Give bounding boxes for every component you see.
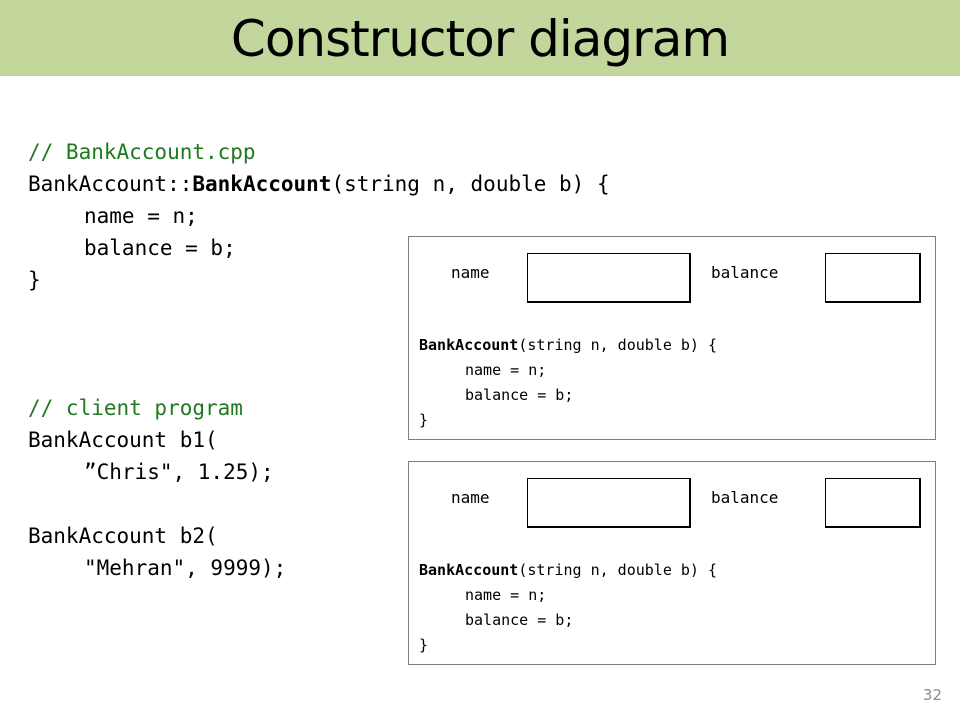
- ctor-line-name: name = n;: [465, 586, 547, 604]
- impl-line-balance: balance = b;: [84, 236, 236, 260]
- title-bar: [0, 0, 960, 76]
- client-comment: // client program: [28, 396, 243, 420]
- impl-comment: // BankAccount.cpp: [28, 140, 256, 164]
- implementation-code: // BankAccount.cpp BankAccount::BankAcco…: [28, 136, 610, 296]
- field-value-name-box: [527, 253, 691, 303]
- ctor-name: BankAccount: [419, 336, 519, 354]
- ctor-line-balance: balance = b;: [465, 611, 574, 629]
- slide-title: Constructor diagram: [230, 10, 730, 68]
- field-label-name: name: [451, 488, 490, 507]
- impl-sig-method: BankAccount: [192, 172, 332, 196]
- impl-sig-rest: (string n, double b) {: [331, 172, 610, 196]
- constructor-code: BankAccount(string n, double b) { name =…: [419, 333, 717, 433]
- ctor-line-name: name = n;: [465, 361, 547, 379]
- object-b1-box: name balance BankAccount(string n, doubl…: [408, 236, 936, 440]
- ctor-params: (string n, double b) {: [518, 561, 718, 579]
- client-b1-args: ”Chris", 1.25);: [84, 460, 274, 484]
- ctor-close-brace: }: [419, 411, 429, 429]
- impl-sig-class: BankAccount::: [28, 172, 193, 196]
- field-value-balance-box: [825, 478, 921, 528]
- ctor-params: (string n, double b) {: [518, 336, 718, 354]
- impl-signature: BankAccount::BankAccount(string n, doubl…: [28, 172, 610, 196]
- field-value-balance-box: [825, 253, 921, 303]
- client-b2-decl: BankAccount b2(: [28, 524, 218, 548]
- client-b1-decl: BankAccount b1(: [28, 428, 218, 452]
- client-code: // client program BankAccount b1( ”Chris…: [28, 392, 286, 584]
- object-b2-box: name balance BankAccount(string n, doubl…: [408, 461, 936, 665]
- field-label-name: name: [451, 263, 490, 282]
- ctor-name: BankAccount: [419, 561, 519, 579]
- field-value-name-box: [527, 478, 691, 528]
- impl-line-name: name = n;: [84, 204, 198, 228]
- field-label-balance: balance: [711, 263, 779, 282]
- ctor-close-brace: }: [419, 636, 429, 654]
- client-b2-args: "Mehran", 9999);: [84, 556, 287, 580]
- slide-number: 32: [922, 686, 942, 704]
- constructor-code: BankAccount(string n, double b) { name =…: [419, 558, 717, 658]
- impl-close-brace: }: [28, 268, 41, 292]
- field-label-balance: balance: [711, 488, 779, 507]
- ctor-line-balance: balance = b;: [465, 386, 574, 404]
